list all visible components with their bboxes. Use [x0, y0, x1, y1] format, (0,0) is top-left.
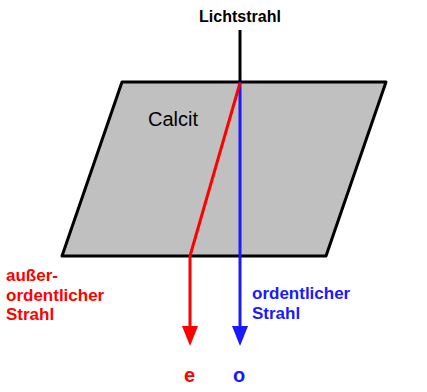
crystal-outline [60, 80, 388, 258]
arrow-head [232, 326, 248, 346]
arrow-head [182, 326, 198, 346]
ray-symbol: e [184, 364, 195, 387]
beam-label: Lichtstrahl [199, 8, 281, 26]
incident-ray [239, 30, 242, 82]
ordinary-ray [239, 82, 242, 330]
crystal-shape [62, 82, 386, 256]
calcite-crystal: Calcit [60, 80, 388, 258]
crystal-label: Calcit [148, 108, 198, 131]
ray-label: außer- ordentlicher Strahl [6, 266, 118, 325]
ray-label: ordentlicher Strahl [252, 284, 364, 323]
ray-symbol: o [233, 364, 245, 387]
